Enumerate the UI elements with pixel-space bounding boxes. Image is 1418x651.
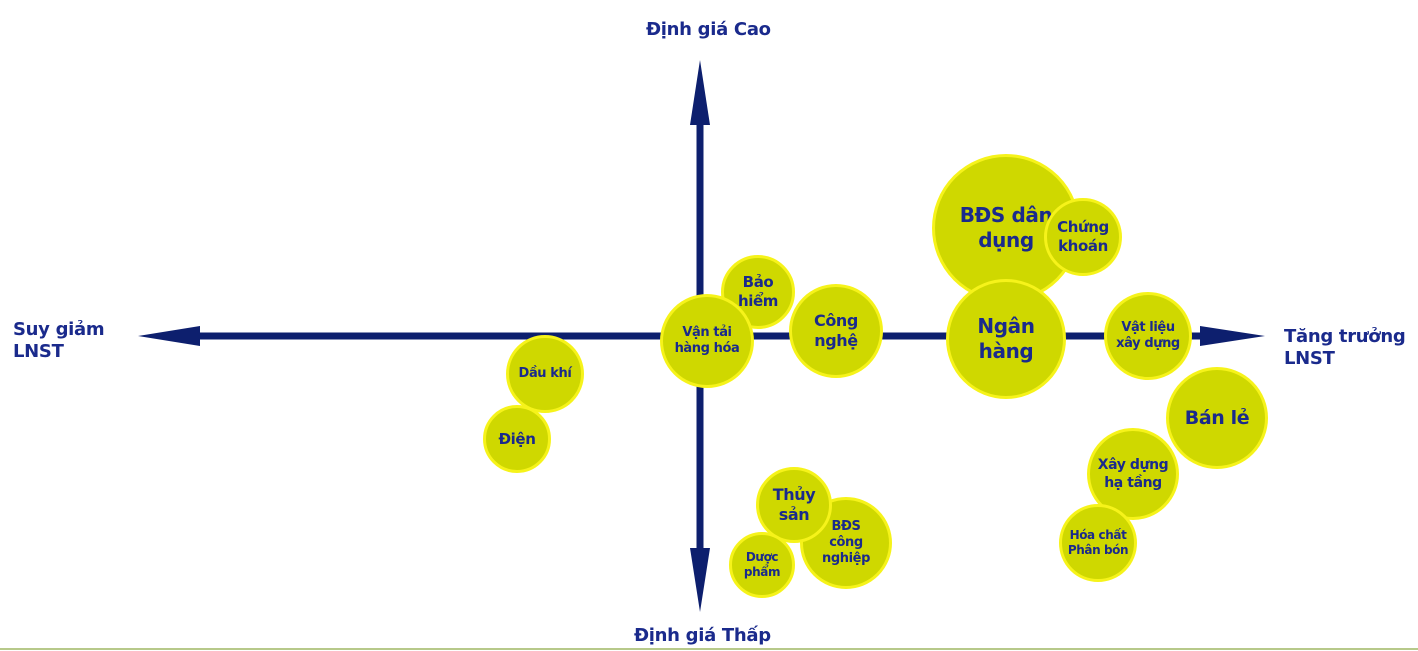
bubble-label: Vận tải hàng hóa [674, 325, 740, 356]
bottom-divider [0, 648, 1418, 650]
bubble-label: Dầu khí [518, 366, 572, 381]
bubble-label: Vật liệu xây dựng [1116, 320, 1180, 351]
left-arrowhead [138, 326, 200, 346]
axis-label-bottom: Định giá Thấp [634, 625, 771, 646]
bubble-label: Xây dựng hạ tầng [1097, 457, 1169, 491]
axis-label-top: Định giá Cao [646, 19, 771, 40]
bubble-dien: Điện [483, 405, 551, 473]
bubble-label: Công nghệ [814, 311, 858, 350]
bubble-chung-khoan: Chứng khoán [1044, 198, 1122, 276]
bubble-bao-hiem: Bảo hiểm [721, 255, 795, 329]
bubble-thuy-san: Thủy sản [756, 467, 832, 543]
bubble-label: Thủy sản [772, 485, 816, 524]
bubble-label: Bảo hiểm [737, 273, 779, 310]
bubble-van-tai-hang-hoa: Vận tải hàng hóa [660, 294, 754, 388]
bubble-label: BĐS công nghiệp [822, 519, 870, 566]
bubble-duoc-pham: Dược phẩm [729, 532, 795, 598]
bottom-arrowhead [690, 548, 710, 612]
bubble-hoa-chat-phan-bon: Hóa chất Phân bón [1059, 504, 1137, 582]
bubble-cong-nghe: Công nghệ [789, 284, 883, 378]
bubble-label: Dược phẩm [743, 550, 781, 579]
bubble-label: Điện [498, 429, 536, 448]
axis-label-left: Suy giảm LNST [13, 319, 105, 362]
bubble-label: Chứng khoán [1057, 218, 1109, 255]
top-arrowhead [690, 60, 710, 125]
bubble-vat-lieu-xay-dung: Vật liệu xây dựng [1104, 292, 1192, 380]
bubble-label: Ngân hàng [977, 314, 1035, 363]
bubble-ban-le: Bán lẻ [1166, 367, 1268, 469]
bubble-label: Bán lẻ [1184, 407, 1250, 429]
axis-label-right: Tăng trưởng LNST [1284, 326, 1406, 369]
right-arrowhead [1200, 326, 1265, 346]
bubble-label: Hóa chất Phân bón [1067, 528, 1129, 557]
bubble-label: BĐS dân dụng [959, 203, 1053, 252]
bubble-ngan-hang: Ngân hàng [946, 279, 1066, 399]
bubble-dau-khi: Dầu khí [506, 335, 584, 413]
